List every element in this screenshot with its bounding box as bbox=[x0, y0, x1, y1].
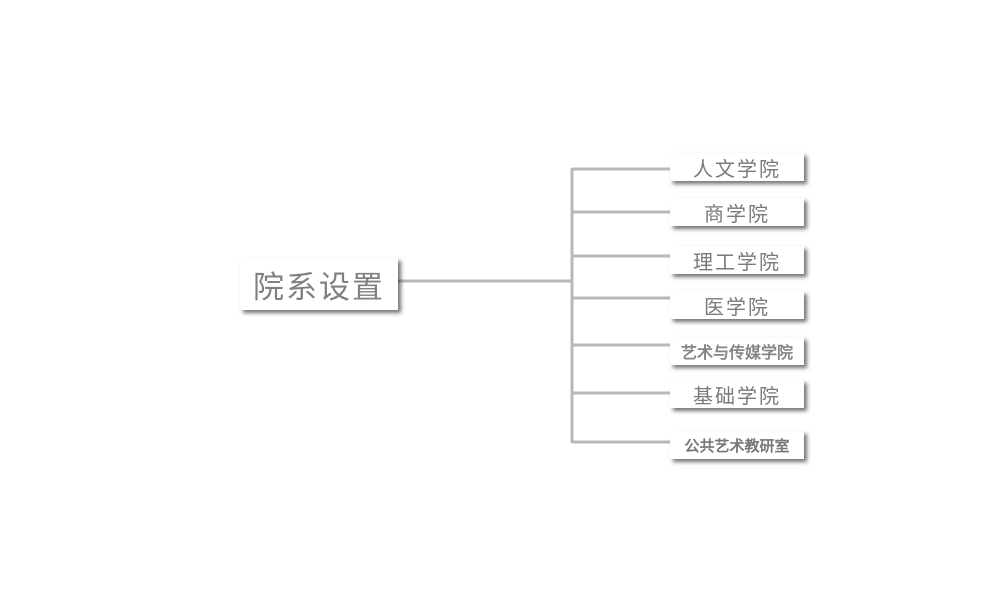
child-node-label: 商学院 bbox=[704, 201, 770, 226]
child-node-science-engineering: 理工学院 bbox=[670, 246, 804, 274]
child-node-label: 理工学院 bbox=[693, 249, 781, 274]
root-node: 院系设置 bbox=[240, 258, 398, 310]
child-node-label: 人文学院 bbox=[693, 156, 781, 181]
child-node-public-art-office: 公共艺术教研室 bbox=[670, 431, 804, 459]
child-node-label: 艺术与传媒学院 bbox=[680, 343, 793, 362]
child-node-business: 商学院 bbox=[670, 198, 804, 226]
child-node-label: 医学院 bbox=[704, 294, 770, 319]
child-node-foundation: 基础学院 bbox=[670, 380, 804, 408]
child-node-humanities: 人文学院 bbox=[670, 153, 804, 181]
child-node-arts-media: 艺术与传媒学院 bbox=[670, 337, 804, 365]
child-node-medicine: 医学院 bbox=[670, 291, 804, 319]
root-node-label: 院系设置 bbox=[253, 269, 385, 306]
child-node-label: 公共艺术教研室 bbox=[684, 436, 790, 455]
child-node-label: 基础学院 bbox=[693, 383, 781, 408]
